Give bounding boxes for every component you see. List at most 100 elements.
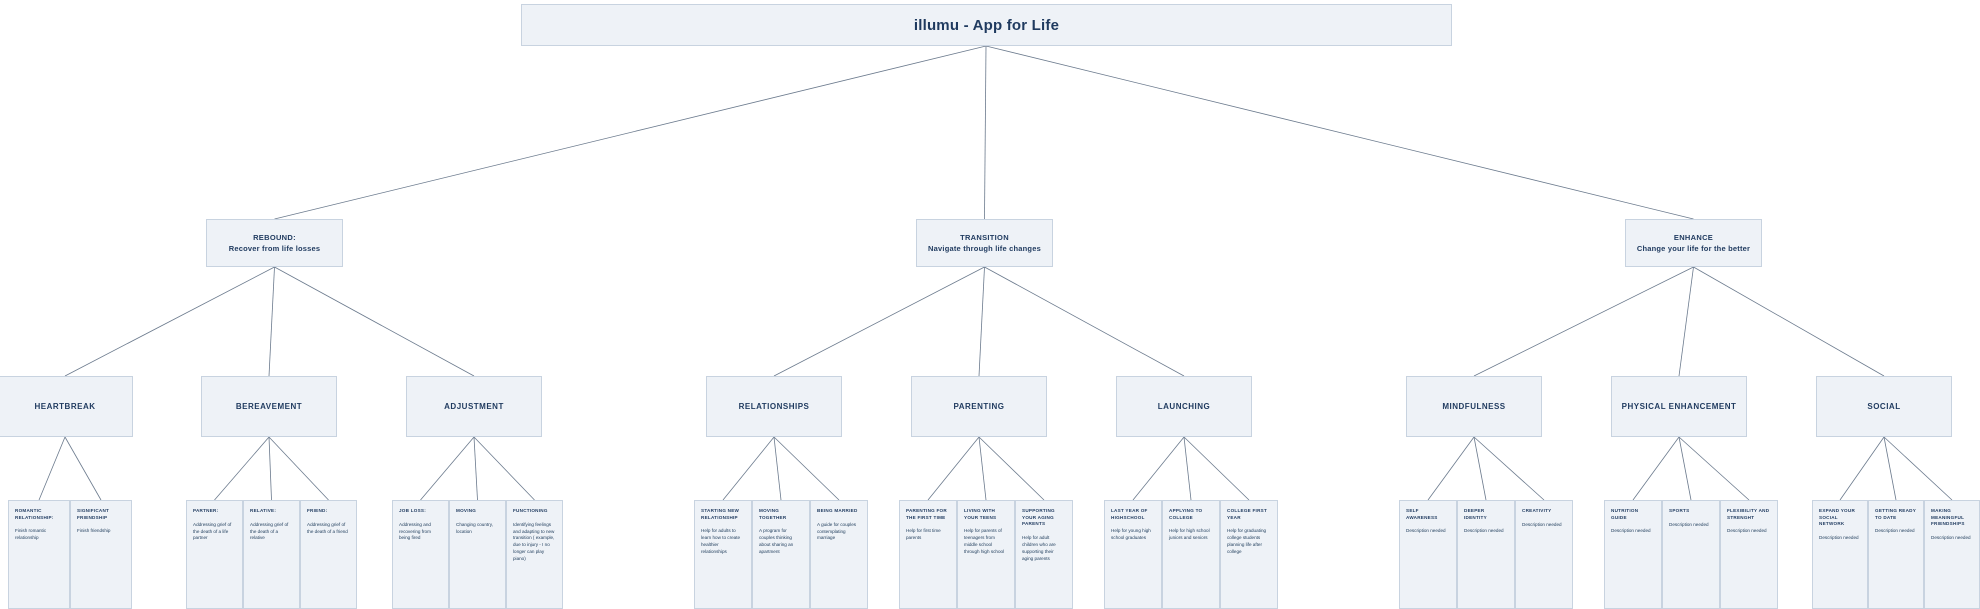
leaf-description: Help for parents of teenagers from middl… <box>964 528 1005 554</box>
leaf-node[interactable]: RELATIVE:Addressing grief of the death o… <box>243 500 300 609</box>
pillar-node-transition[interactable]: TRANSITION Navigate through life changes <box>916 219 1053 267</box>
leaf-description: Help for first time parents <box>906 528 941 541</box>
leaf-node[interactable]: BEING MARRIED A guide for couples contemp… <box>810 500 868 609</box>
leaf-title: RELATIVE: <box>250 508 277 513</box>
category-node-heartbreak[interactable]: HEARTBREAK <box>0 376 133 437</box>
category-node-launching[interactable]: LAUNCHING <box>1116 376 1252 437</box>
leaf-description: A program for couples thinking about sha… <box>759 528 794 554</box>
leaf-description: A guide for couples contemplating marria… <box>817 521 857 541</box>
leaf-node[interactable]: FRIEND: Addressing grief of the death of … <box>300 500 357 609</box>
leaf-title: SUPPORTING YOUR AGING PARENTS <box>1022 508 1055 527</box>
leaf-node[interactable]: MOVING Changing country, location <box>449 500 506 609</box>
leaf-node[interactable]: SUPPORTING YOUR AGING PARENTS Help for ad… <box>1015 500 1073 609</box>
edge-pillar-to-category <box>984 266 1185 377</box>
leaf-title: MOVING TOGETHER <box>759 508 787 520</box>
category-node-adjustment[interactable]: ADJUSTMENT <box>406 376 542 437</box>
edge-category-to-leaf <box>64 436 102 501</box>
edge-pillar-to-category <box>1678 266 1694 377</box>
leaf-description: Description needed <box>1819 534 1859 540</box>
edge-root-to-pillar <box>274 45 987 220</box>
pillar-subtitle: Change your life for the better <box>1636 244 1751 253</box>
category-label: ADJUSTMENT <box>444 402 504 411</box>
edge-category-to-leaf <box>1678 436 1692 501</box>
leaf-description: Changing country, location <box>456 521 493 534</box>
leaf-description: Identifying feelings and adapting to new… <box>513 521 555 562</box>
pillar-subtitle: Navigate through life changes <box>928 244 1041 253</box>
leaf-description: Addressing grief of the death of a life … <box>193 521 232 541</box>
edge-category-to-leaf <box>773 436 782 501</box>
leaf-title: LIVING WITH YOUR TEENS <box>964 508 997 520</box>
edge-category-to-leaf <box>268 436 329 501</box>
leaf-description: Help for adult children who are supporti… <box>1022 534 1056 561</box>
pillar-title: ENHANCE <box>1673 232 1714 242</box>
leaf-node[interactable]: JOB LOSS:Addressing and recovering from … <box>392 500 449 609</box>
leaf-description: Description needed <box>1464 528 1504 534</box>
category-label: PARENTING <box>953 402 1005 411</box>
pillar-title: TRANSITION <box>960 232 1009 242</box>
root-node[interactable]: illumu - App for Life <box>521 4 1452 46</box>
leaf-title: ROMANTIC RELATIONSHIP: <box>15 508 54 520</box>
leaf-title: COLLEGE FIRST YEAR <box>1227 508 1267 520</box>
edge-pillar-to-category <box>978 266 985 377</box>
category-node-parenting[interactable]: PARENTING <box>911 376 1047 437</box>
leaf-node[interactable]: PARTNER: Addressing grief of the death of… <box>186 500 243 609</box>
edge-category-to-leaf <box>1132 436 1185 501</box>
edge-category-to-leaf <box>38 436 66 501</box>
leaf-title: FRIEND: <box>307 508 328 513</box>
category-node-relationships[interactable]: RELATIONSHIPS <box>706 376 842 437</box>
leaf-description: Addressing grief of the death of a frien… <box>307 521 348 534</box>
edge-category-to-leaf <box>1883 436 1953 501</box>
leaf-title: PARTNER: <box>193 508 219 513</box>
pillar-subtitle: Recover from life losses <box>228 244 321 253</box>
category-node-physical[interactable]: PHYSICAL ENHANCEMENT <box>1611 376 1747 437</box>
edge-category-to-leaf <box>1473 436 1545 501</box>
edge-category-to-leaf <box>978 436 1045 501</box>
leaf-title: FUNCTIONING <box>513 508 548 513</box>
pillar-node-rebound[interactable]: REBOUND: Recover from life losses <box>206 219 343 267</box>
leaf-title: EXPAND YOUR SOCIAL NETWORK <box>1819 508 1856 527</box>
pillar-node-enhance[interactable]: ENHANCE Change your life for the better <box>1625 219 1762 267</box>
category-node-mindfulness[interactable]: MINDFULNESS <box>1406 376 1542 437</box>
leaf-title: MOVING <box>456 508 477 513</box>
leaf-node[interactable]: LIVING WITH YOUR TEENS Help for parents o… <box>957 500 1015 609</box>
leaf-node[interactable]: MOVING TOGETHER A program for couples thi… <box>752 500 810 609</box>
leaf-title: SIGNIFICANT FRIENDSHIP <box>77 508 110 520</box>
edge-category-to-leaf <box>1427 436 1475 501</box>
leaf-description: Finish romantic relationship <box>15 528 47 541</box>
leaf-description: Help for high school juniors and seniors <box>1169 528 1210 541</box>
leaf-node[interactable]: ROMANTIC RELATIONSHIP: Finish romantic re… <box>8 500 70 609</box>
edge-category-to-leaf <box>1678 436 1750 501</box>
category-label: RELATIONSHIPS <box>738 402 810 411</box>
root-label: illumu - App for Life <box>913 16 1060 34</box>
edge-category-to-leaf <box>927 436 980 501</box>
category-label: BEREAVEMENT <box>235 402 303 411</box>
category-label: HEARTBREAK <box>34 402 96 411</box>
leaf-node[interactable]: EXPAND YOUR SOCIAL NETWORK Description ne… <box>1812 500 1868 609</box>
edge-pillar-to-category <box>274 266 475 377</box>
leaf-node[interactable]: FUNCTIONING Identifying feelings and adap… <box>506 500 563 609</box>
edge-category-to-leaf <box>473 436 478 501</box>
edge-category-to-leaf <box>978 436 987 501</box>
edge-pillar-to-category <box>268 266 275 377</box>
category-label: SOCIAL <box>1867 402 1901 411</box>
category-node-social[interactable]: SOCIAL <box>1816 376 1952 437</box>
leaf-title: BEING MARRIED <box>817 508 858 513</box>
category-node-bereavement[interactable]: BEREAVEMENT <box>201 376 337 437</box>
leaf-title: FLEXIBILITY AND STRENGHT <box>1727 508 1770 520</box>
category-label: PHYSICAL ENHANCEMENT <box>1621 402 1737 411</box>
